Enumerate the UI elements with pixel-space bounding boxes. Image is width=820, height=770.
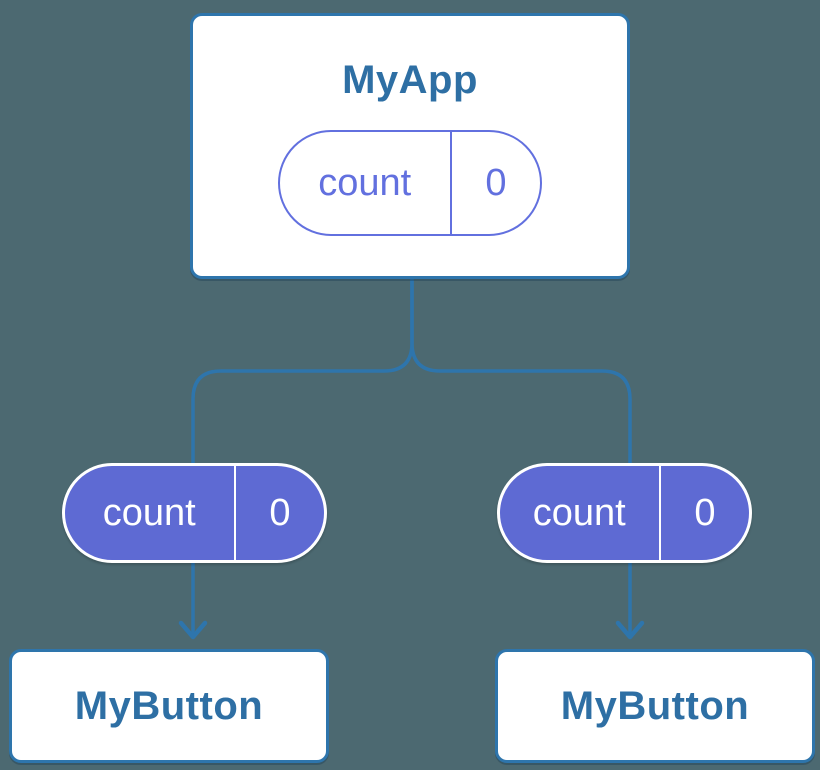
pill-divider [233, 466, 236, 560]
child-component-card-left: MyButton [9, 649, 329, 763]
prop-pill-name: count [102, 491, 196, 534]
root-component-card: MyApp count 0 [190, 13, 630, 279]
prop-pill-value: 0 [694, 491, 716, 534]
child-component-label: MyButton [74, 684, 264, 728]
child-component-label: MyButton [560, 684, 750, 728]
prop-pill-value: 0 [269, 491, 291, 534]
prop-pill-left: count 0 [62, 463, 327, 563]
pill-divider [449, 132, 452, 234]
prop-pill-right: count 0 [497, 463, 752, 563]
edge-root-to-right-child [410, 277, 632, 465]
prop-pill-name: count [532, 491, 626, 534]
state-pill-name: count [318, 161, 412, 204]
arrowhead-down-icon [178, 620, 208, 640]
pill-divider [658, 466, 661, 560]
root-component-label: MyApp [342, 58, 478, 102]
state-pill-value: 0 [485, 161, 507, 204]
child-component-card-right: MyButton [495, 649, 815, 763]
edge-root-to-left-child [191, 277, 414, 465]
state-pill: count 0 [278, 130, 542, 236]
arrowhead-down-icon [615, 620, 645, 640]
